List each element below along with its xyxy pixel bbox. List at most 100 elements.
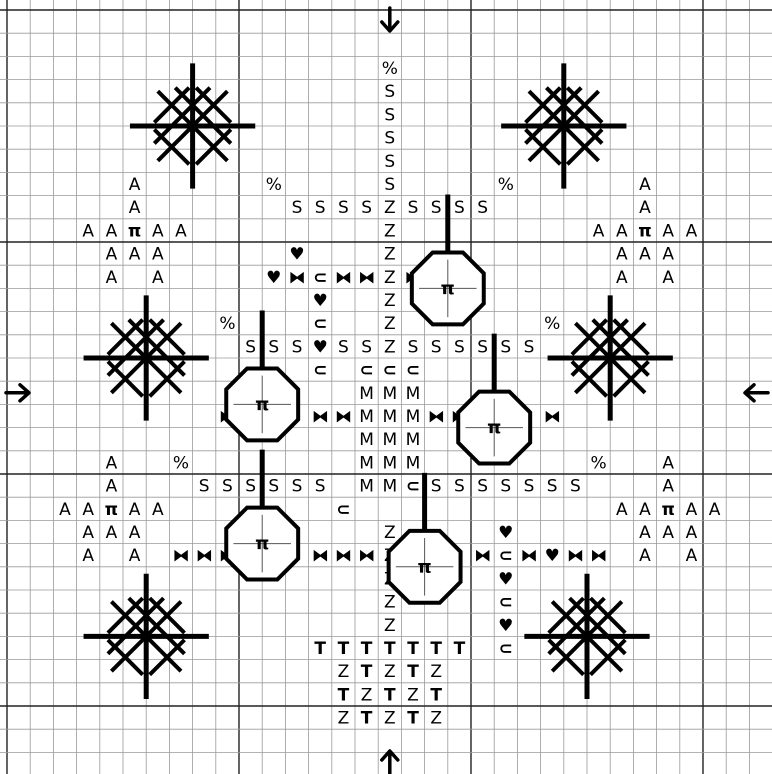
stitch-symbol-b: ⧓: [544, 407, 561, 427]
arrow-right-icon: [6, 385, 29, 401]
stitch-symbol-s: S: [384, 82, 395, 102]
stitch-symbol-t: T: [314, 639, 326, 659]
stitch-symbol-s: S: [454, 337, 465, 357]
stitch-symbol-m: M: [406, 453, 421, 473]
stitch-symbol-s: S: [431, 198, 442, 218]
stitch-symbol-t: T: [361, 709, 373, 729]
star-motif-bottom-right: [524, 574, 649, 699]
octagon-center-symbol: π: [487, 418, 501, 439]
star-motif-top-left: [130, 63, 255, 188]
stitch-symbol-a: A: [82, 500, 94, 520]
stitch-symbol-a: A: [616, 245, 628, 265]
octagon-motif-left: π: [226, 310, 298, 440]
stitch-symbol-s: S: [292, 337, 303, 357]
stitch-symbol-s: S: [222, 477, 233, 497]
stitch-symbol-h: ♥: [313, 291, 328, 311]
stitch-symbol-a: A: [152, 268, 164, 288]
stitch-symbol-b: ⧓: [289, 268, 306, 288]
octagon-center-symbol: π: [441, 278, 455, 299]
stitch-symbol-a: A: [106, 477, 118, 497]
stitch-symbol-a: A: [106, 221, 118, 241]
stitch-symbol-t: T: [407, 709, 419, 729]
stitch-symbol-z: Z: [338, 709, 350, 729]
stitch-symbol-pi: π: [661, 500, 674, 520]
stitch-symbol-a: A: [129, 500, 141, 520]
stitch-symbol-s: S: [408, 198, 419, 218]
stitch-symbol-t: T: [430, 639, 442, 659]
stitch-symbol-b: ⧓: [567, 546, 584, 566]
stitch-symbol-pi: π: [105, 500, 118, 520]
stitch-symbol-b: ⧓: [474, 546, 491, 566]
stitch-symbol-a: A: [686, 221, 698, 241]
stitch-symbol-p: %: [173, 453, 189, 473]
stitch-symbol-s: S: [384, 152, 395, 172]
stitch-symbol-a: A: [686, 500, 698, 520]
stitch-symbol-m: M: [406, 384, 421, 404]
stitch-symbol-p: %: [498, 175, 514, 195]
stitch-symbol-a: A: [106, 523, 118, 543]
stitch-symbol-s: S: [361, 198, 372, 218]
stitch-symbol-z: Z: [384, 314, 396, 334]
stitch-symbol-a: A: [686, 523, 698, 543]
stitch-symbol-s: S: [477, 477, 488, 497]
stitch-symbol-b: ⧓: [312, 407, 329, 427]
stitch-symbol-p: %: [382, 59, 398, 79]
stitch-symbol-s: S: [524, 337, 535, 357]
star-motif-mid-right: [548, 295, 673, 420]
stitch-symbol-b: ⧓: [173, 546, 190, 566]
stitch-symbol-s: S: [292, 198, 303, 218]
stitch-symbol-t: T: [338, 639, 350, 659]
arrow-left-icon: [745, 385, 768, 401]
stitch-symbol-a: A: [82, 221, 94, 241]
stitch-symbol-z: Z: [407, 685, 419, 705]
stitch-symbol-t: T: [338, 685, 350, 705]
stitch-symbol-s: S: [408, 337, 419, 357]
stitch-symbol-s: S: [454, 198, 465, 218]
stitch-symbol-b: ⧓: [358, 546, 375, 566]
stitch-symbol-z: Z: [384, 616, 396, 636]
stitch-symbol-c: ⊂: [313, 314, 327, 334]
stitch-symbol-a: A: [106, 245, 118, 265]
stitch-symbol-c: ⊂: [313, 361, 327, 381]
stitch-symbol-s: S: [199, 477, 210, 497]
stitch-symbol-s: S: [454, 477, 465, 497]
stitch-symbol-s: S: [431, 337, 442, 357]
stitch-symbol-a: A: [662, 477, 674, 497]
stitch-symbol-t: T: [361, 639, 373, 659]
stitch-symbol-c: ⊂: [499, 546, 513, 566]
stitch-symbol-a: A: [639, 198, 651, 218]
stitch-symbol-b: ⧓: [335, 546, 352, 566]
stitch-symbol-z: Z: [384, 268, 396, 288]
stitch-symbol-t: T: [407, 662, 419, 682]
stitch-symbol-s: S: [547, 477, 558, 497]
stitch-symbol-a: A: [152, 245, 164, 265]
stitch-symbol-z: Z: [384, 198, 396, 218]
stitch-symbol-c: ⊂: [336, 500, 350, 520]
stitch-symbol-a: A: [662, 221, 674, 241]
stitch-symbol-a: A: [152, 221, 164, 241]
stitch-symbol-s: S: [338, 198, 349, 218]
stitch-symbol-c: ⊂: [406, 477, 420, 497]
stitch-symbol-m: M: [382, 430, 397, 450]
stitch-symbol-m: M: [406, 407, 421, 427]
stitch-symbol-a: A: [662, 245, 674, 265]
stitch-symbol-s: S: [361, 337, 372, 357]
octagon-motif-right: π: [458, 334, 530, 464]
stitch-symbol-a: A: [175, 221, 187, 241]
stitch-symbol-z: Z: [384, 662, 396, 682]
stitch-symbol-m: M: [382, 453, 397, 473]
star-motif-top-right: [501, 63, 626, 188]
stitch-symbol-h: ♥: [498, 616, 513, 636]
stitch-symbol-s: S: [315, 198, 326, 218]
stitch-symbol-m: M: [406, 430, 421, 450]
stitch-symbol-t: T: [454, 639, 466, 659]
stitch-symbol-b: ⧓: [335, 268, 352, 288]
stitch-symbol-z: Z: [338, 662, 350, 682]
stitch-symbol-s: S: [570, 477, 581, 497]
stitch-symbol-h: ♥: [266, 268, 281, 288]
stitch-symbol-a: A: [639, 245, 651, 265]
stitch-symbol-c: ⊂: [313, 268, 327, 288]
stitch-symbol-a: A: [616, 221, 628, 241]
stitch-symbol-h: ♥: [498, 569, 513, 589]
